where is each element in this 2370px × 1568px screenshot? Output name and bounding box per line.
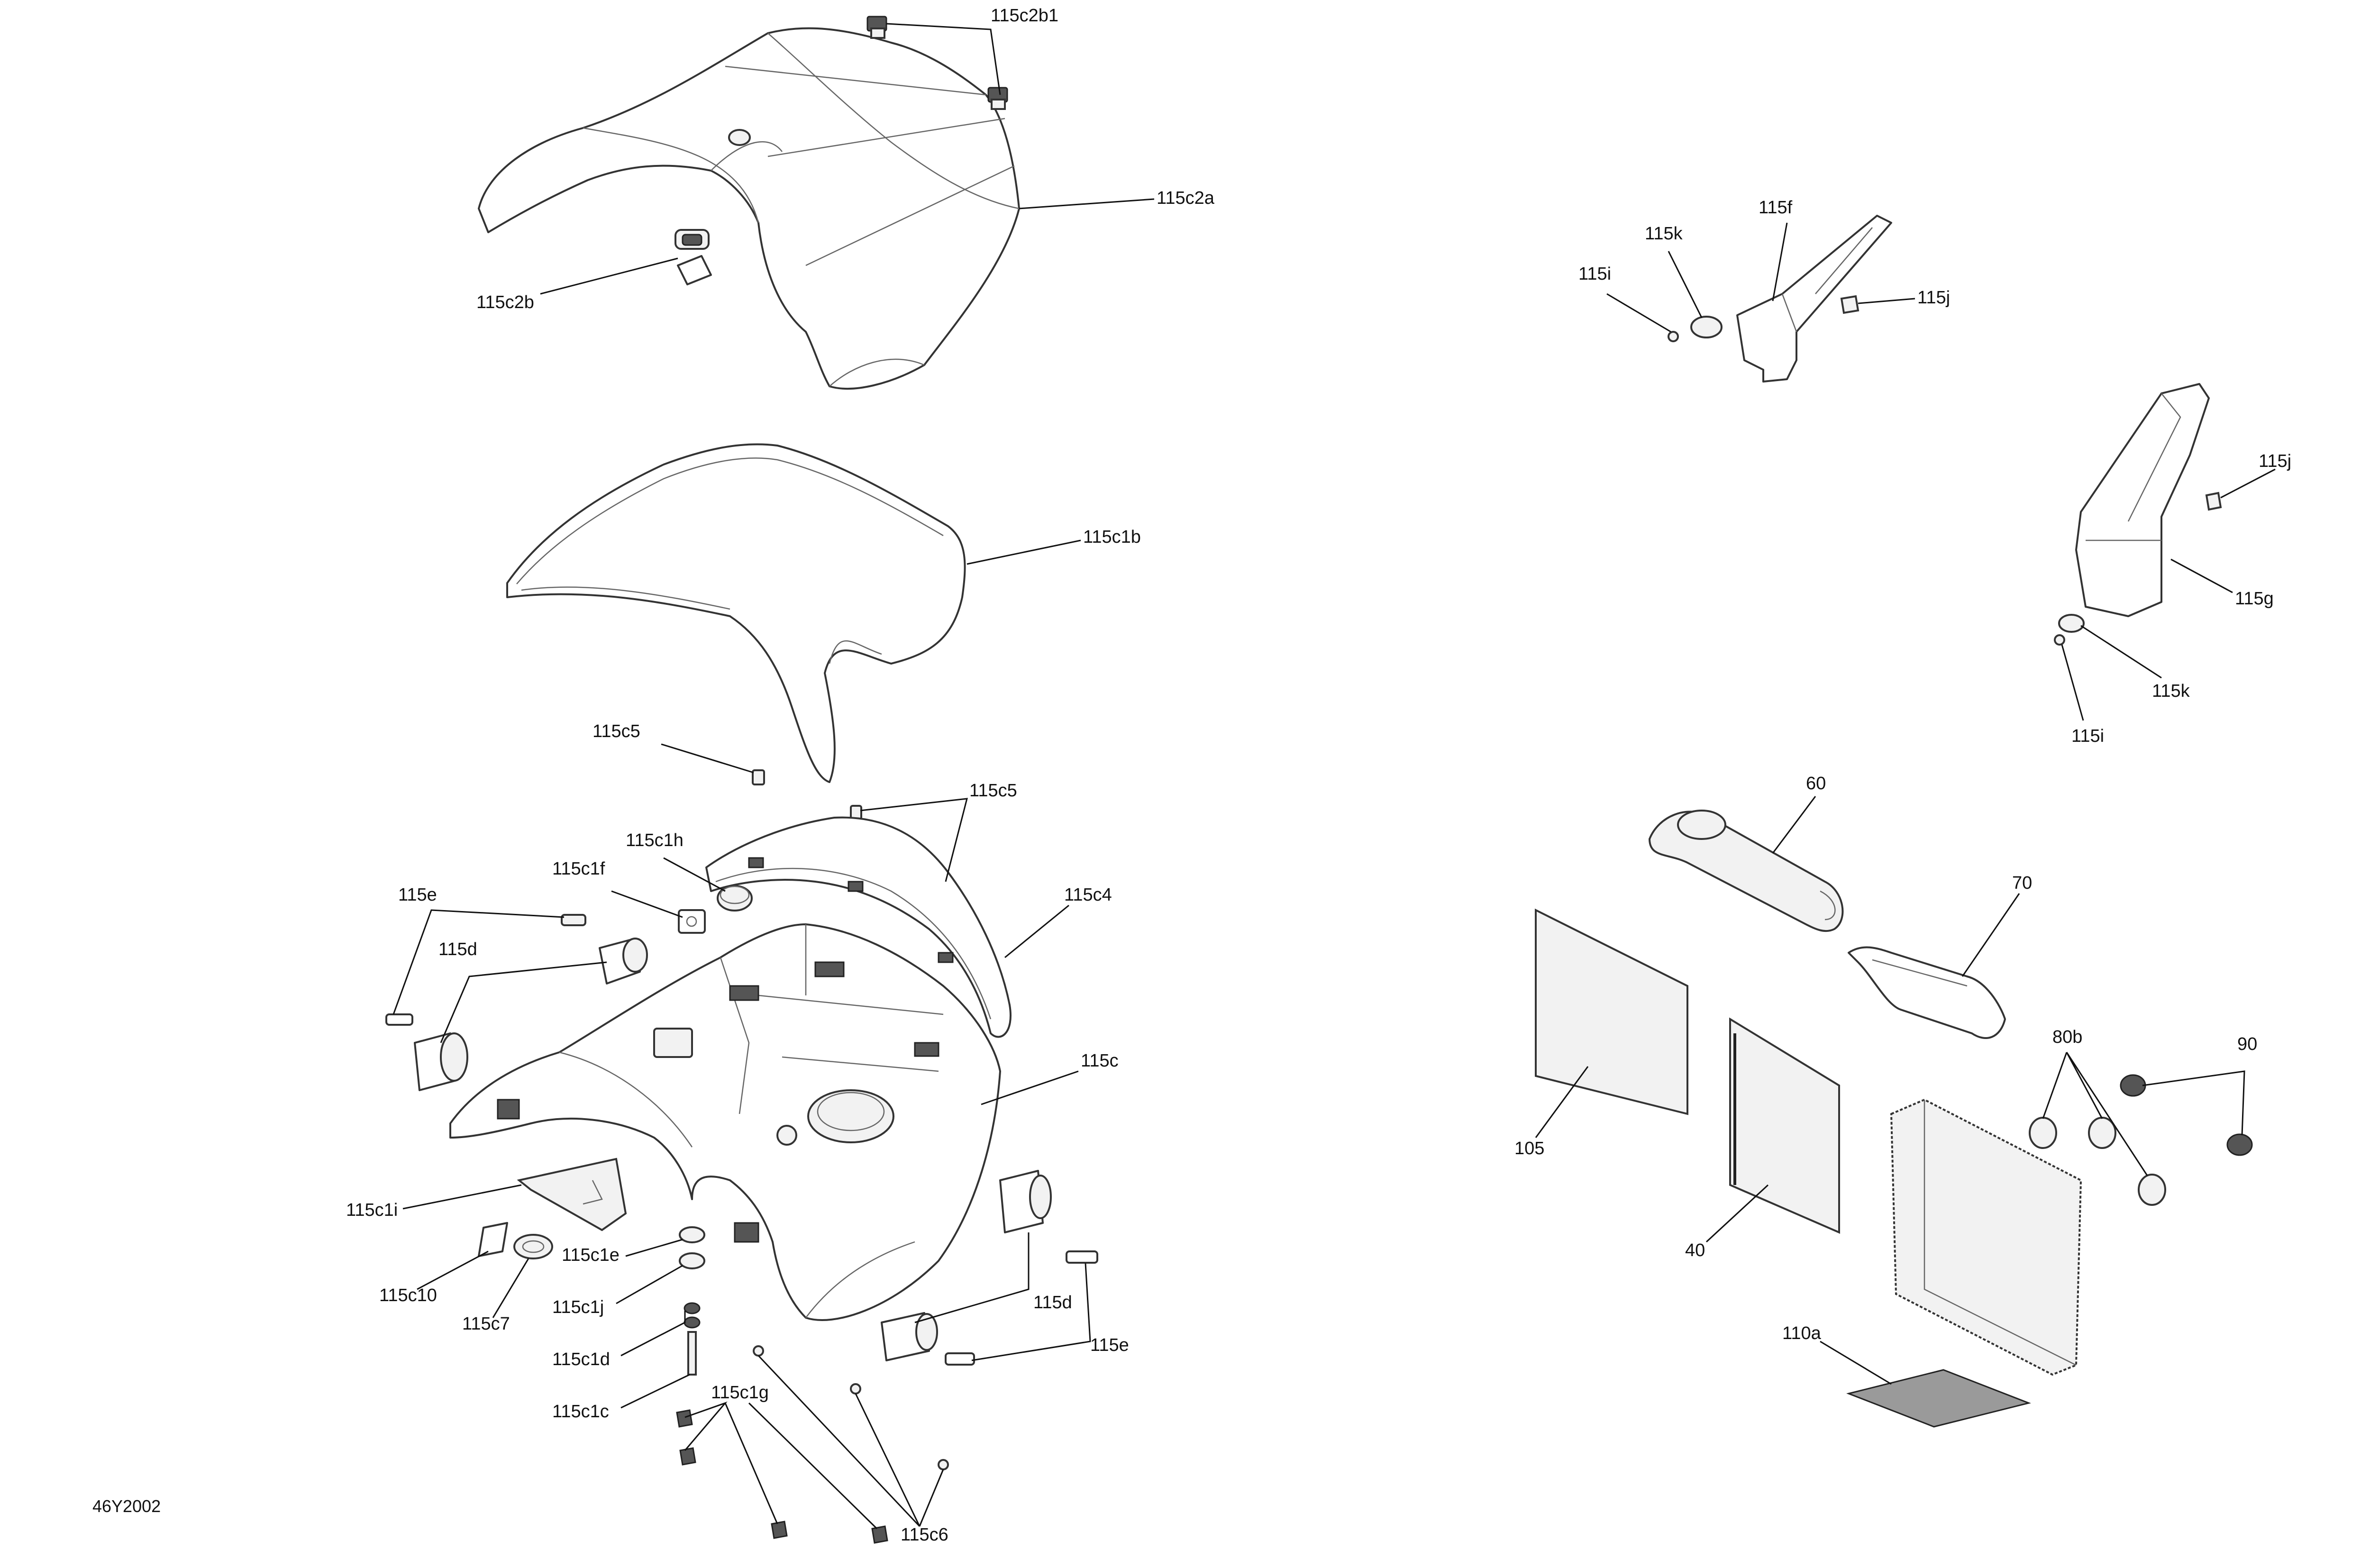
callout-115e-b: 115e	[1090, 1335, 1129, 1355]
callout-115f: 115f	[1759, 198, 1793, 218]
callout-110a: 110a	[1782, 1323, 1822, 1343]
lid-seal-part	[506, 443, 966, 783]
callout-115d-a: 115d	[438, 939, 477, 959]
callout-105: 105	[1514, 1139, 1544, 1158]
callout-115c2b: 115c2b	[476, 292, 534, 312]
sheet-part-40	[1729, 1017, 1840, 1234]
callout-115c1g: 115c1g	[711, 1383, 769, 1403]
callout-90: 90	[2237, 1034, 2257, 1054]
callout-70: 70	[2012, 873, 2032, 893]
callout-115c1h: 115c1h	[626, 830, 684, 850]
callout-115c1f: 115c1f	[552, 859, 605, 879]
callout-115c10: 115c10	[379, 1285, 437, 1305]
bracket-part-115c1i	[517, 1158, 627, 1231]
callout-115c2a: 115c2a	[1157, 188, 1215, 208]
callout-115d-b: 115d	[1033, 1293, 1072, 1313]
callout-labels: 115c2b1 115c2a 115c2b 115c1b 115c5 115c5…	[346, 6, 2291, 1545]
callout-115j-a: 115j	[1917, 288, 1950, 308]
callout-115c1d: 115c1d	[552, 1349, 610, 1369]
callout-115c1j: 115c1j	[552, 1297, 604, 1317]
callout-115k-a: 115k	[1645, 224, 1683, 244]
callout-115c5-a: 115c5	[592, 721, 640, 741]
callout-115c2b1: 115c2b1	[991, 6, 1058, 26]
callout-115c1b: 115c1b	[1083, 527, 1141, 547]
cap-parts-80b	[2029, 1117, 2166, 1206]
callout-115i-a: 115i	[1578, 264, 1611, 284]
callout-115i-b: 115i	[2071, 726, 2104, 746]
callout-115c1e: 115c1e	[562, 1245, 620, 1265]
callout-60: 60	[1806, 774, 1826, 793]
callout-80b: 80b	[2052, 1027, 2082, 1047]
callout-115k-b: 115k	[2152, 681, 2190, 701]
callout-115g: 115g	[2235, 589, 2274, 609]
screw-parts-115c6	[753, 1345, 949, 1470]
nut-parts-115c1g	[676, 1409, 888, 1544]
grommet-parts-90	[2120, 1074, 2253, 1156]
sheet-part-105	[1535, 908, 1688, 1115]
main-tray-part	[449, 923, 1001, 1321]
bracket-part-115g	[2054, 383, 2222, 646]
square-nut-part	[678, 909, 706, 934]
plug-part	[717, 885, 753, 912]
callout-115e-a: 115e	[398, 885, 437, 905]
callout-115c6: 115c6	[901, 1525, 948, 1545]
frame-part-70	[1848, 946, 2006, 1039]
left-bumper-parts	[385, 914, 648, 1091]
bracket-part-115f	[1668, 215, 1892, 383]
lid-latch-part	[675, 229, 712, 285]
bag-part-60	[1648, 810, 1844, 932]
callout-115c: 115c	[1081, 1051, 1119, 1071]
right-bumper-parts	[881, 1170, 1098, 1366]
callout-115j-b: 115j	[2259, 451, 2291, 471]
callout-115c1c: 115c1c	[552, 1402, 609, 1422]
callout-40: 40	[1685, 1240, 1705, 1260]
washer-stack-parts	[679, 1226, 705, 1376]
rear-panel-part	[705, 816, 1012, 1038]
reference-code: 46Y2002	[92, 1496, 161, 1516]
lid-cover-part	[478, 27, 1020, 390]
callout-115c4: 115c4	[1064, 885, 1112, 905]
panel-part	[1846, 1098, 2082, 1428]
small-clip-parts	[478, 1222, 553, 1259]
leader-lines	[392, 23, 2276, 1530]
callout-115c5-b: 115c5	[969, 781, 1017, 801]
callout-115c7: 115c7	[462, 1314, 510, 1334]
callout-115c1i: 115c1i	[346, 1200, 398, 1220]
